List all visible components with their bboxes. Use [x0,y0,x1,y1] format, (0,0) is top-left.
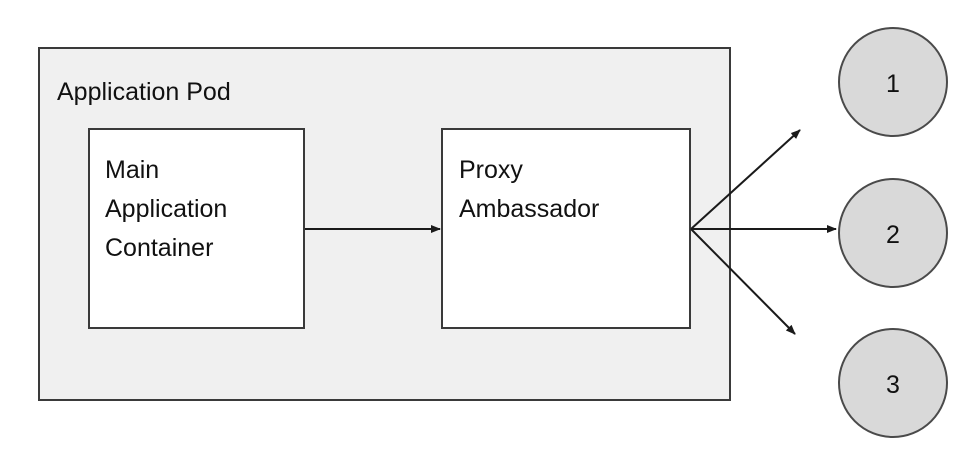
external-node-1-label: 1 [886,70,900,98]
main-application-container-line-3: Container [105,234,213,262]
application-pod-label: Application Pod [57,78,231,106]
proxy-ambassador-line-1: Proxy [459,156,523,184]
proxy-ambassador-line-2: Ambassador [459,195,599,223]
external-node-3-circle[interactable] [838,328,948,438]
connector-proxy-to-node-1 [690,129,801,230]
main-application-container-line-1: Main [105,156,159,184]
external-node-1-circle[interactable] [838,27,948,137]
external-node-2-circle[interactable] [838,178,948,288]
external-node-2-label: 2 [886,221,900,249]
main-application-container-box[interactable] [88,128,305,329]
external-node-3-label: 3 [886,371,900,399]
proxy-ambassador-box[interactable] [441,128,691,329]
main-application-container-line-2: Application [105,195,227,223]
connector-proxy-to-node-3 [690,228,796,335]
